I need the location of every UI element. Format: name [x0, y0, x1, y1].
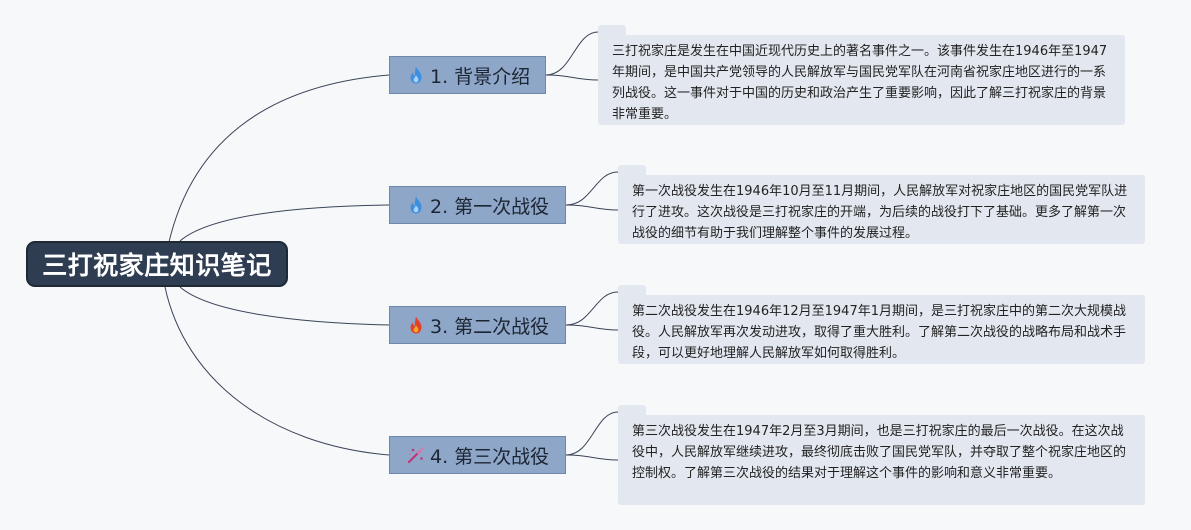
connector-branch-4-note — [565, 454, 619, 461]
branch-label-first-battle: 2. 第一次战役 — [430, 195, 550, 218]
note-text-first-battle: 第一次战役发生在1946年10月至11月期间，人民解放军对祝家庄地区的国民党军队… — [632, 184, 1128, 241]
note-background: 三打祝家庄是发生在中国近现代历史上的著名事件之一。该事件发生在1946年至194… — [598, 35, 1125, 125]
connector-root-branch-2 — [179, 204, 390, 242]
note-tab — [618, 405, 646, 417]
root-node[interactable]: 三打祝家庄知识笔记 — [26, 241, 288, 287]
connector-branch-1-tab — [545, 31, 599, 76]
connector-root-branch-1 — [164, 74, 390, 263]
fire-red-icon — [406, 315, 426, 335]
branch-label-background: 1. 背景介绍 — [430, 65, 531, 88]
branch-node-second-battle[interactable]: 3. 第二次战役 — [389, 306, 566, 344]
note-first-battle: 第一次战役发生在1946年10月至11月期间，人民解放军对祝家庄地区的国民党军队… — [618, 175, 1145, 244]
branch-node-first-battle[interactable]: 2. 第一次战役 — [389, 186, 566, 224]
root-title: 三打祝家庄知识笔记 — [42, 251, 272, 280]
branch-node-background[interactable]: 1. 背景介绍 — [389, 56, 546, 94]
note-tab — [618, 165, 646, 177]
note-text-third-battle: 第三次战役发生在1947年2月至3月期间，也是三打祝家庄的最后一次战役。在这次战… — [632, 424, 1127, 481]
connector-root-branch-3 — [179, 286, 390, 326]
connector-branch-3-note — [565, 324, 619, 331]
note-third-battle: 第三次战役发生在1947年2月至3月期间，也是三打祝家庄的最后一次战役。在这次战… — [618, 415, 1145, 505]
connector-root-branch-4 — [164, 286, 390, 456]
branch-node-third-battle[interactable]: 4. 第三次战役 — [389, 436, 566, 474]
wand-sparkle-icon — [406, 445, 426, 465]
connector-branch-1-note — [545, 74, 599, 81]
note-tab — [618, 285, 646, 297]
note-text-background: 三打祝家庄是发生在中国近现代历史上的著名事件之一。该事件发生在1946年至194… — [612, 44, 1108, 122]
fire-blue-icon — [406, 65, 426, 85]
connector-branch-4-tab — [565, 411, 619, 456]
connector-branch-2-note — [565, 204, 619, 211]
note-second-battle: 第二次战役发生在1946年12月至1947年1月期间，是三打祝家庄中的第二次大规… — [618, 295, 1145, 364]
fire-blue-icon — [406, 195, 426, 215]
branch-label-second-battle: 3. 第二次战役 — [430, 315, 550, 338]
note-tab — [598, 25, 626, 37]
note-text-second-battle: 第二次战役发生在1946年12月至1947年1月期间，是三打祝家庄中的第二次大规… — [632, 304, 1127, 361]
connector-branch-2-tab — [565, 171, 619, 206]
connector-branch-3-tab — [565, 291, 619, 326]
branch-label-third-battle: 4. 第三次战役 — [430, 445, 550, 468]
